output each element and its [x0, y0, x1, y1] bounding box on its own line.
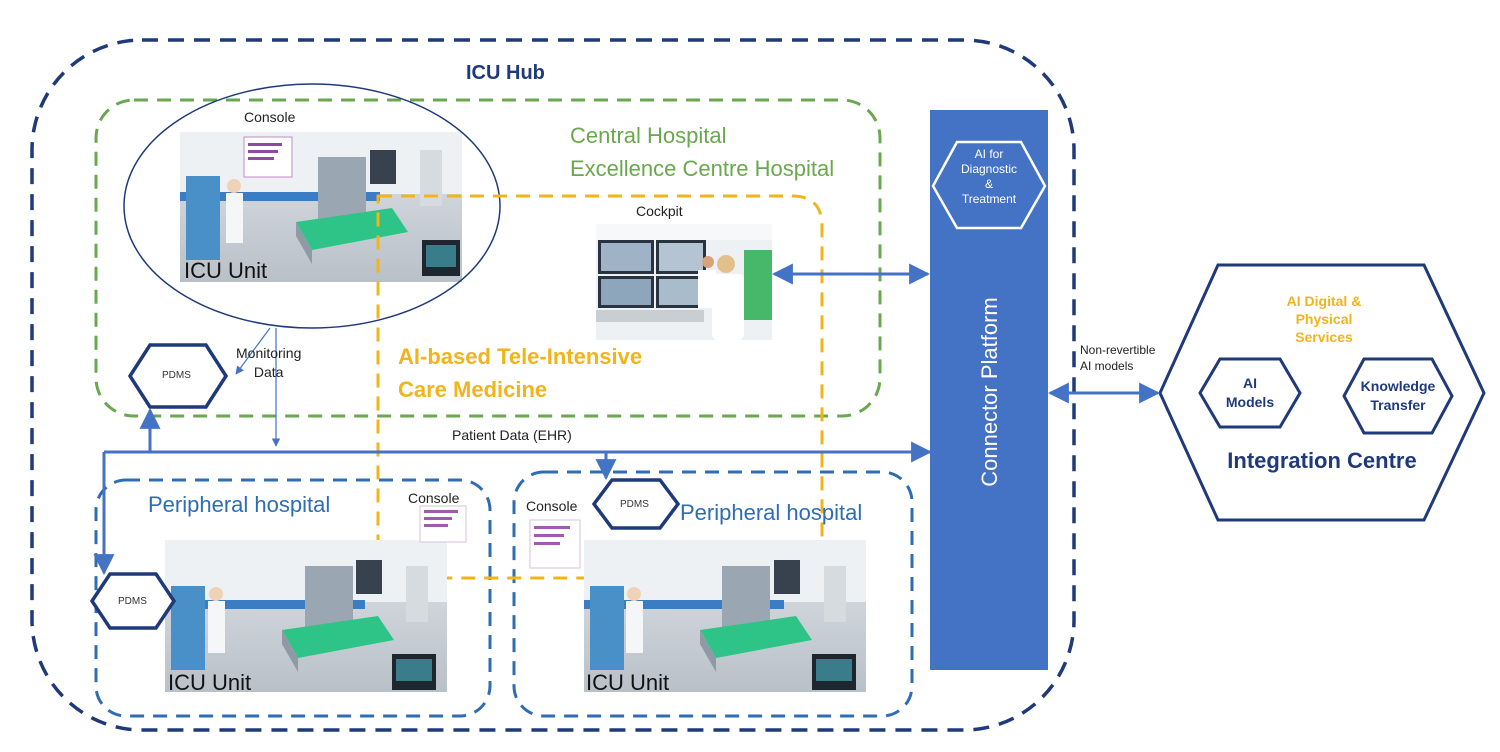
peripheral-right-label: Peripheral hospital [680, 500, 863, 525]
ai-diagnostic-hexagon [931, 140, 1047, 230]
ai-diagnostic-line3: & [984, 177, 993, 191]
integration-centre-title: Integration Centre [1227, 448, 1417, 473]
connector-platform-title: Connector Platform [977, 297, 1002, 487]
central-console-label: Console [244, 109, 296, 125]
ai-services-line3: Services [1295, 329, 1353, 345]
central-hospital-border [94, 98, 882, 418]
ai-diagnostic-line1: AI for [974, 147, 1004, 161]
central-hospital-line2: Excellence Centre Hospital [570, 156, 835, 181]
ai-diagnostic-line2: Diagnostic [960, 162, 1018, 176]
cockpit-label: Cockpit [636, 203, 683, 219]
pdms-label-left: PDMS [118, 596, 147, 607]
monitoring-line2: Data [253, 364, 284, 380]
console-thumbnail-left [419, 505, 467, 543]
ai-models-hexagon [1198, 357, 1302, 429]
monitoring-line1: Monitoring [236, 345, 302, 361]
ai-models-line1: AI [1243, 375, 1257, 391]
non-revertible-line2: AI models [1080, 359, 1134, 373]
central-hospital-label: Central Hospital Excellence Centre Hospi… [570, 119, 834, 185]
ai-diagnostic-label: AI for Diagnostic & Treatment [939, 147, 1039, 207]
pdms-label-central: PDMS [162, 370, 191, 381]
peripheral-right-icu-unit-label: ICU Unit [586, 670, 670, 695]
monitoring-data-label: Monitoring Data [236, 344, 301, 382]
central-hospital-line1: Central Hospital [570, 123, 727, 148]
non-revertible-label: Non-revertible AI models [1080, 342, 1155, 374]
patient-data-label: Patient Data (EHR) [452, 427, 572, 443]
ai-diagnostic-line4: Treatment [961, 192, 1017, 206]
peripheral-right-border [512, 470, 914, 718]
monitoring-lines [235, 327, 281, 447]
knowledge-transfer-hexagon [1342, 357, 1454, 435]
pdms-hexagon-central [127, 343, 229, 409]
peripheral-right-room-image [584, 540, 866, 692]
console-thumbnail-right [529, 519, 581, 569]
pdms-hexagon-right [591, 478, 681, 530]
ai-models-label: AI Models [1210, 374, 1290, 412]
knowledge-transfer-label: Knowledge Transfer [1348, 377, 1448, 415]
tele-icu-label: AI-based Tele-Intensive Care Medicine [398, 340, 642, 406]
knowledge-transfer-line1: Knowledge [1360, 378, 1436, 394]
ai-services-line2: Physical [1295, 311, 1353, 327]
non-revertible-line1: Non-revertible [1080, 343, 1156, 357]
peripheral-left-icu-unit-label: ICU Unit [168, 670, 252, 695]
ai-services-line1: AI Digital & [1286, 293, 1362, 309]
icu-hub-title: ICU Hub [466, 62, 545, 84]
peripheral-left-border [94, 478, 492, 718]
pdms-label-right: PDMS [620, 499, 649, 510]
cockpit-image [596, 224, 772, 340]
central-icu-ellipse [123, 83, 501, 329]
connector-lines [93, 263, 1161, 576]
tele-icu-line1: AI-based Tele-Intensive [398, 344, 643, 369]
knowledge-transfer-line2: Transfer [1370, 397, 1426, 413]
peripheral-left-label: Peripheral hospital [148, 492, 331, 517]
ai-services-label: AI Digital & Physical Services [1264, 292, 1384, 346]
peripheral-left-console-label: Console [408, 490, 460, 506]
tele-icu-line2: Care Medicine [398, 377, 548, 402]
central-icu-room-image [180, 132, 462, 282]
central-icu-unit-label: ICU Unit [184, 258, 268, 283]
ai-models-line2: Models [1225, 394, 1275, 410]
peripheral-right-console-label: Console [526, 498, 578, 514]
pdms-hexagon-left [89, 572, 177, 630]
peripheral-left-room-image [165, 540, 447, 692]
